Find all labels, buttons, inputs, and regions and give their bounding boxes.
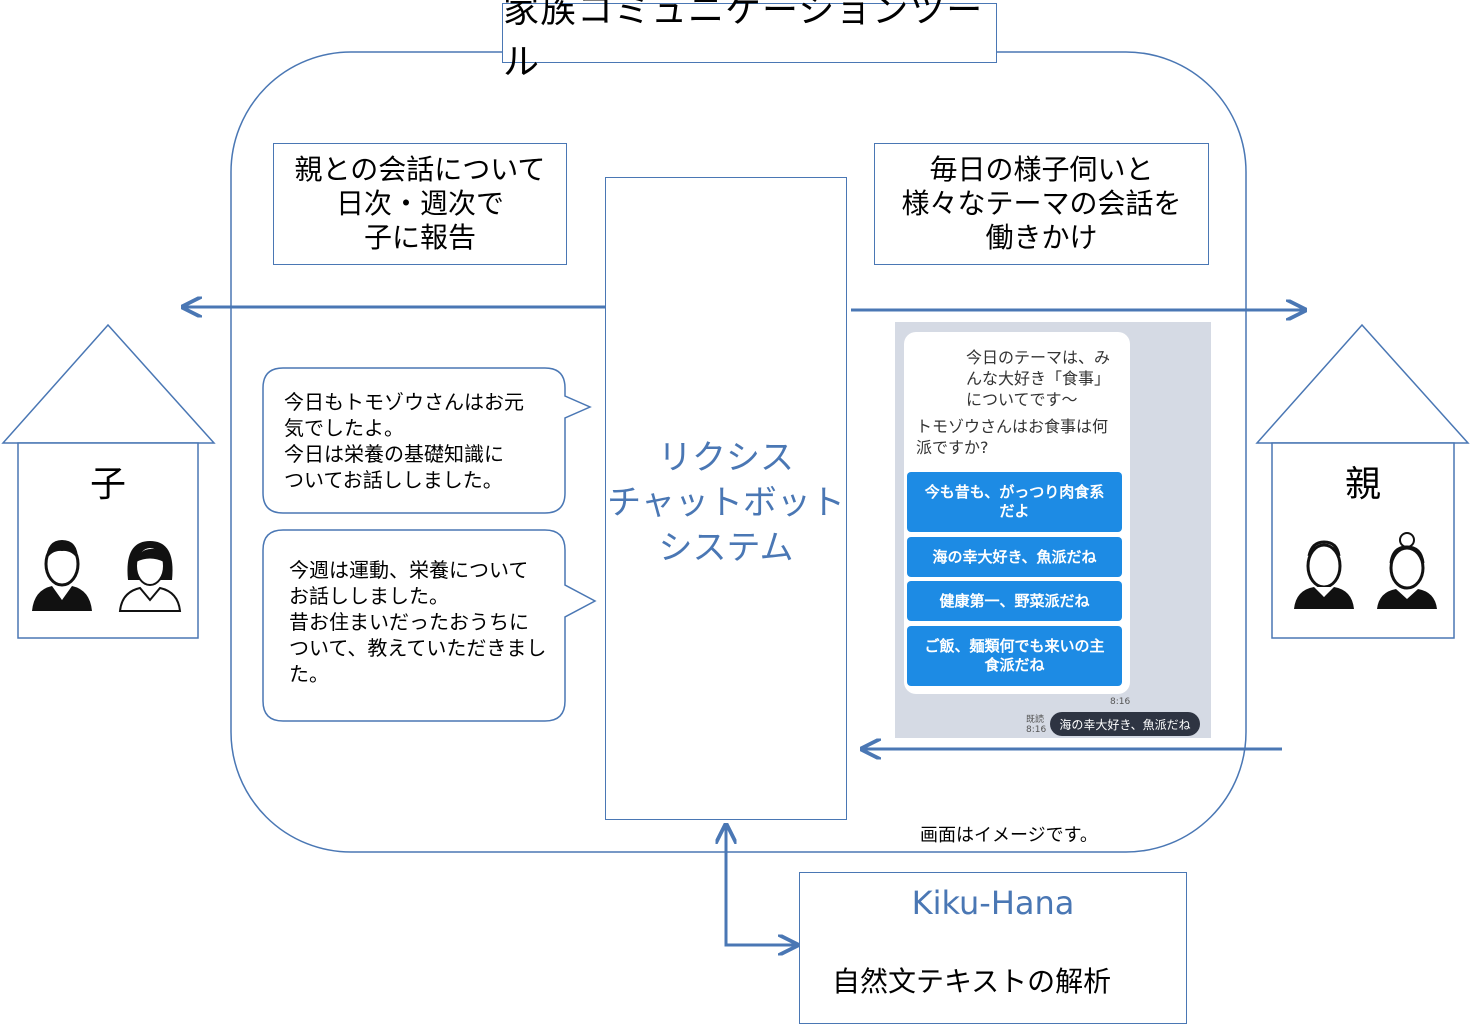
left-note: 親との会話について 日次・週次で 子に報告 bbox=[273, 143, 567, 265]
kiku-hana-title: Kiku-Hana bbox=[911, 884, 1075, 922]
elderly-man-icon bbox=[1294, 540, 1354, 609]
arrow-kiku-link bbox=[726, 825, 797, 945]
kiku-hana-subtitle: 自然文テキストの解析 bbox=[832, 965, 1112, 998]
chat-option-button[interactable]: 健康第一、野菜派だね bbox=[907, 581, 1122, 621]
kiku-hana-box bbox=[799, 872, 1187, 1024]
right-note: 毎日の様子伺いと 様々なテーマの会話を 働きかけ bbox=[874, 143, 1209, 265]
chat-read-status: 既読 8:16 bbox=[1026, 715, 1047, 735]
image-note: 画面はイメージです。 bbox=[920, 825, 1098, 846]
chatbot-system-box bbox=[605, 177, 847, 820]
weekly-report-text: 今週は運動、栄養について お話ししました。 昔お住まいだったおうちに ついて、教… bbox=[289, 558, 547, 686]
chat-intro-text: 今日のテーマは、み んな大好き「食事」 についてです～ bbox=[966, 348, 1111, 409]
chat-option-button[interactable]: 今も昔も、がっつり肉食系 だよ bbox=[907, 472, 1122, 532]
chat-reply-bubble: 海の幸大好き、魚派だね bbox=[1050, 712, 1200, 736]
speech-bubble-weekly bbox=[262, 529, 597, 722]
chat-question-text: トモゾウさんはお食事は何 派ですか? bbox=[916, 417, 1109, 457]
child-label: 子 bbox=[89, 464, 126, 505]
parent-label: 親 bbox=[1344, 464, 1381, 505]
elderly-woman-icon bbox=[1377, 532, 1437, 609]
chat-timestamp: 8:16 bbox=[1110, 697, 1131, 707]
chatbot-system-label: リクシス チャットボット システム bbox=[607, 438, 845, 568]
diagram-title: 家族コミュニケーションツール bbox=[502, 0, 997, 83]
woman-icon bbox=[118, 541, 182, 612]
chat-option-button[interactable]: ご飯、麺類何でも来いの主 食派だね bbox=[907, 626, 1122, 686]
man-icon bbox=[32, 540, 92, 611]
chat-option-button[interactable]: 海の幸大好き、魚派だね bbox=[907, 537, 1122, 577]
speech-bubble-daily bbox=[262, 367, 592, 514]
daily-report-text: 今日もトモゾウさんはお元 気でしたよ。 今日は栄養の基礎知識に ついてお話ししま… bbox=[284, 390, 524, 492]
